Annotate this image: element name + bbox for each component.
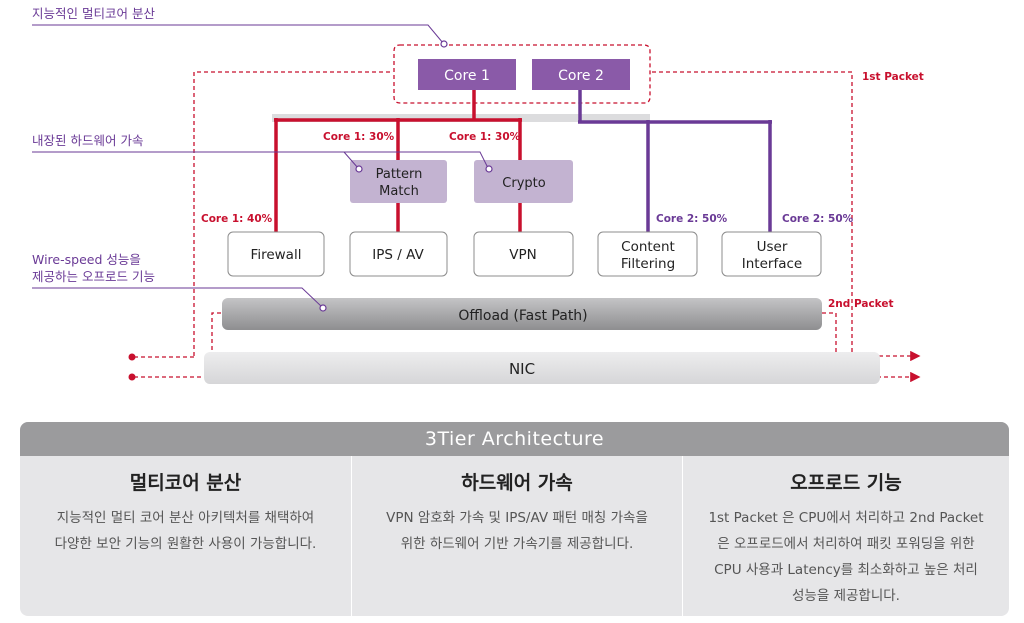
load-label-firewall: Core 1: 40% [201,213,273,225]
column-title: 멀티코어 분산 [129,472,242,494]
firewall-label: Firewall [251,247,302,263]
second-packet-source-dot [128,373,136,381]
annotation-wire-speed: Wire-speed 성능을 제공하는 오프로드 기능 [32,252,327,312]
core2-paths [578,90,772,232]
nic-label: NIC [509,360,535,378]
column-offload: 오프로드 기능 1st Packet 은 CPU에서 처리하고 2nd Pack… [682,456,1009,616]
pattern-match-box [350,160,447,203]
column-line: 지능적인 멀티 코어 분산 아키텍처를 채택하여 [56,510,315,526]
content-filtering-box [597,231,698,277]
vpn-label: VPN [509,247,536,263]
second-packet-label: 2nd Packet [828,298,894,310]
column-hw-accel: 하드웨어 가속 VPN 암호화 가속 및 IPS/AV 패턴 매칭 가속을 위한… [351,456,682,616]
first-packet-source-dot [128,353,136,361]
content-filtering-label-line2: Filtering [621,256,675,272]
load-label-ui: Core 2: 50% [782,213,854,225]
first-packet-path-right [652,71,921,362]
function-boxes [227,231,822,277]
offload-bar [222,298,822,330]
annotation-hw-accel-text: 내장된 하드웨어 가속 [32,133,143,148]
column-line: 은 오프로드에서 처리하여 패킷 포워딩을 위한 [717,536,975,552]
core2-box [532,59,630,90]
core2-label: Core 2 [558,68,604,84]
bus-backplane [272,114,650,122]
user-interface-label-line2: Interface [742,256,802,272]
column-multicore: 멀티코어 분산 지능적인 멀티 코어 분산 아키텍처를 채택하여 다양한 보안 … [20,456,351,616]
core1-label: Core 1 [444,68,490,84]
load-label-crypto: Core 1: 30% [449,131,521,143]
content-filtering-label-line1: Content [621,239,675,255]
first-packet-label: 1st Packet [862,71,924,83]
annotation-wire-speed-line1: Wire-speed 성능을 [32,252,141,267]
first-packet-path [193,71,392,356]
column-line: 1st Packet 은 CPU에서 처리하고 2nd Packet [708,510,984,526]
core1-box [418,59,516,90]
crypto-box [474,160,573,203]
column-title: 오프로드 기능 [790,472,902,494]
annotation-hw-accel: 내장된 하드웨어 가속 [32,133,493,173]
second-packet-path [134,312,222,378]
pattern-match-label-line2: Match [379,184,419,199]
nic-bar [204,352,880,384]
column-body: VPN 암호화 가속 및 IPS/AV 패턴 매칭 가속을 위한 하드웨어 기반… [368,505,666,557]
column-line: 위한 하드웨어 기반 가속기를 제공합니다. [400,536,634,552]
annotation-multicore: 지능적인 멀티코어 분산 [32,6,448,48]
column-line: 성능을 제공합니다. [792,588,900,604]
architecture-diagram: NIC Offload (Fast Path) Core 1 Core 2 Pa… [32,6,924,384]
panel-title: 3Tier Architecture [20,422,1009,456]
annotation-wire-speed-line2: 제공하는 오프로드 기능 [32,269,155,284]
core-cluster-box [393,44,651,104]
column-line: 다양한 보안 기능의 원활한 사용이 가능합니다. [54,536,317,552]
column-line: VPN 암호화 가속 및 IPS/AV 패턴 매칭 가속을 [386,510,648,526]
load-label-content: Core 2: 50% [656,213,728,225]
ips-av-label: IPS / AV [372,247,424,263]
column-line: CPU 사용과 Latency를 최소화하고 높은 처리 [714,562,978,578]
three-tier-panel: 3Tier Architecture 멀티코어 분산 지능적인 멀티 코어 분산… [20,422,1009,616]
vpn-box [473,231,574,277]
firewall-box [227,231,325,277]
column-body: 지능적인 멀티 코어 분산 아키텍처를 채택하여 다양한 보안 기능의 원활한 … [36,505,335,557]
offload-label: Offload (Fast Path) [458,308,587,324]
crypto-label: Crypto [502,176,545,191]
column-title: 하드웨어 가속 [461,472,573,494]
user-interface-label-line1: User [757,239,788,255]
annotation-multicore-text: 지능적인 멀티코어 분산 [32,6,155,21]
ips-av-box [349,231,448,277]
column-body: 1st Packet 은 CPU에서 처리하고 2nd Packet 은 오프로… [699,505,993,609]
user-interface-box [721,231,822,277]
pattern-match-label-line1: Pattern [376,167,423,182]
load-label-pattern: Core 1: 30% [323,131,395,143]
